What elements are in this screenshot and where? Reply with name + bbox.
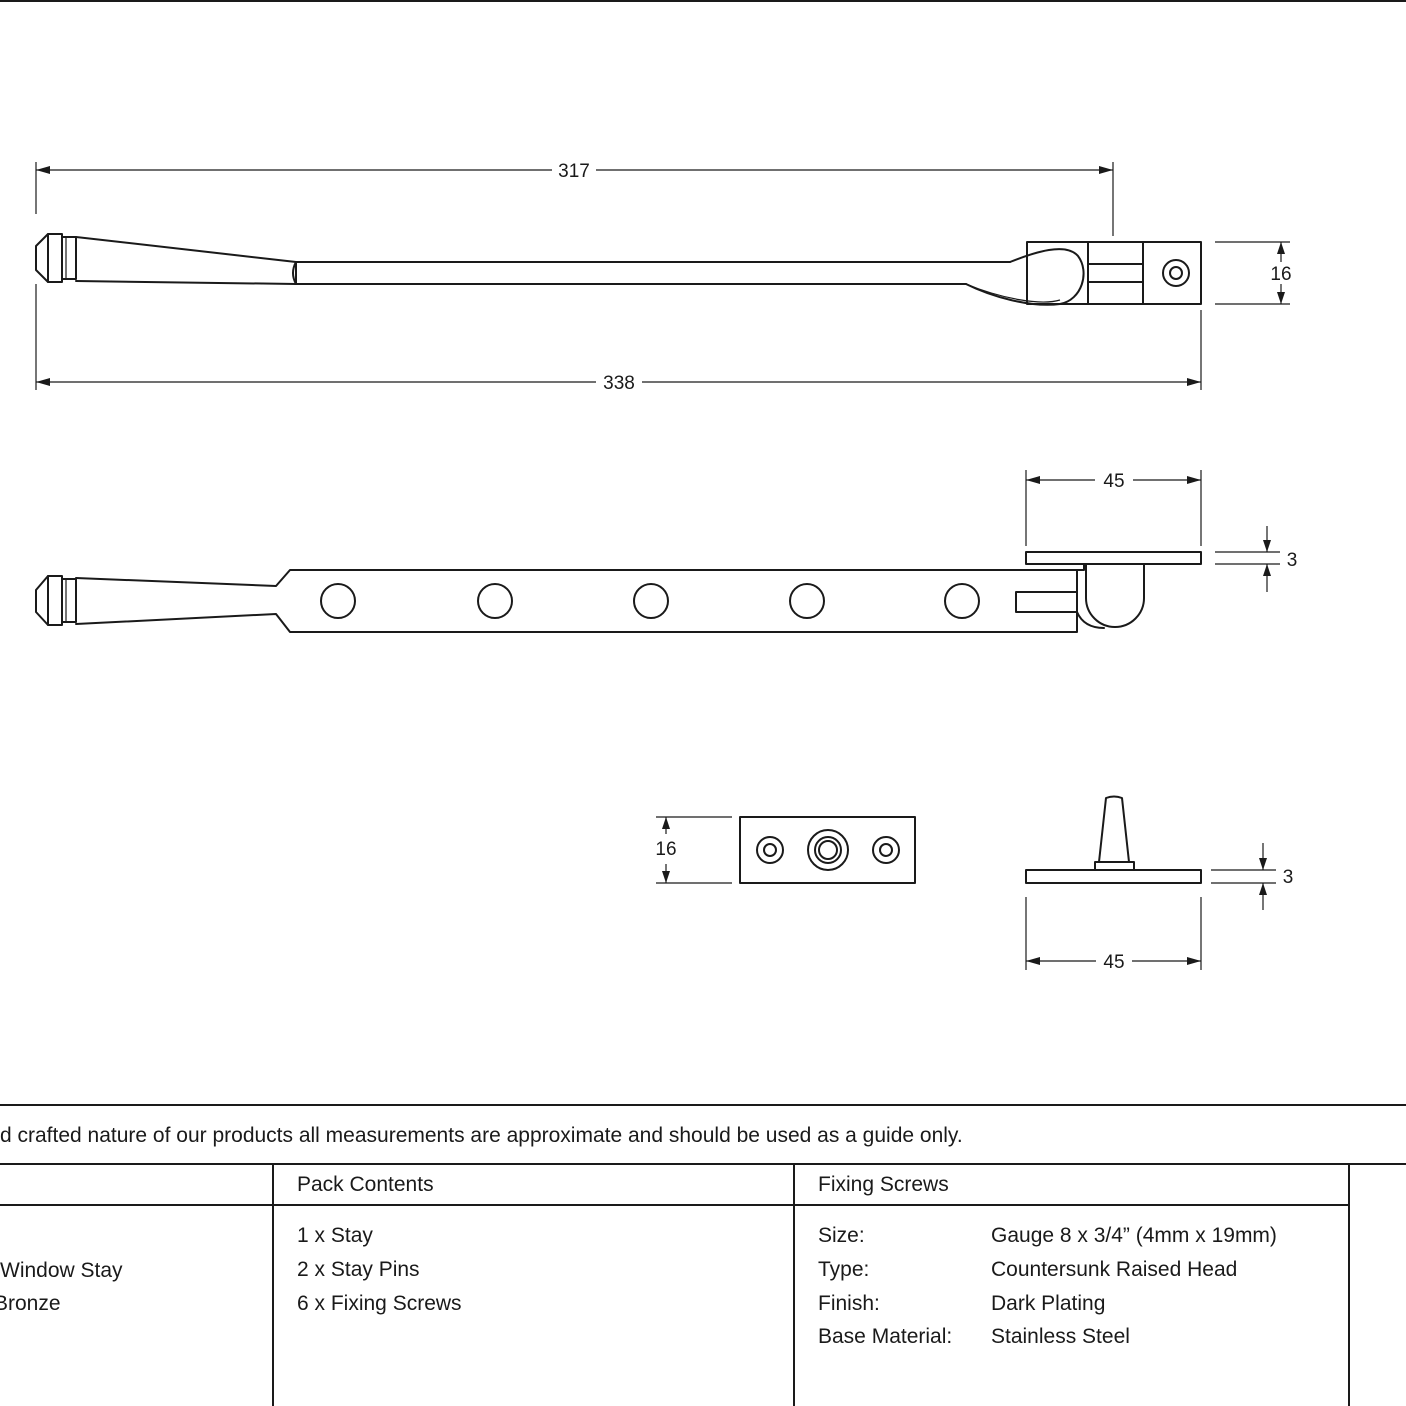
stay-hole-3 (633, 583, 669, 619)
screw-spec-label: Size: (818, 1224, 865, 1247)
side-hook (1085, 563, 1145, 628)
pack-contents-header: Pack Contents (297, 1173, 434, 1196)
screw-spec-value: Stainless Steel (991, 1325, 1130, 1348)
side-tab (1015, 591, 1078, 613)
bracket-screw-hole (1162, 259, 1190, 287)
screw-spec-label: Finish: (818, 1292, 880, 1315)
screw-spec-label: Type: (818, 1258, 869, 1281)
dim-3-side-label: 3 (1287, 550, 1298, 571)
side-finial-tip (35, 575, 49, 626)
dim-16-label: 16 (1270, 264, 1291, 285)
info-table: d crafted nature of our products all mea… (0, 1104, 1406, 1406)
pin-plate-hole-right (872, 836, 900, 864)
dim-338-label: 338 (603, 373, 635, 394)
pin-plate-top-view: 16 (655, 816, 916, 884)
pack-item: 1 x Stay (297, 1224, 373, 1247)
dim-3-pin-label: 3 (1283, 867, 1294, 888)
screw-spec-value: Dark Plating (991, 1292, 1105, 1315)
finial-collar (47, 233, 63, 283)
stay-hole-2 (477, 583, 513, 619)
finial-tip (35, 233, 49, 283)
pack-item: 2 x Stay Pins (297, 1258, 420, 1281)
dim-317-label: 317 (558, 161, 590, 182)
disclaimer-text: d crafted nature of our products all mea… (0, 1124, 963, 1147)
finial-collar-2 (61, 236, 77, 280)
fixing-screws-header: Fixing Screws (818, 1173, 949, 1196)
stay-side-view: 45 3 (35, 470, 1298, 633)
screw-spec-label: Base Material: (818, 1325, 952, 1348)
screw-spec-value: Gauge 8 x 3/4” (4mm x 19mm) (991, 1224, 1277, 1247)
dim-16-pin-label: 16 (655, 839, 676, 860)
pin-plate-side-view: 3 45 (1025, 795, 1294, 973)
side-stay-body (75, 569, 1078, 633)
pin-plate-pin (807, 829, 849, 871)
pin-side-plate (1025, 869, 1202, 884)
stay-taper (75, 236, 297, 285)
dim-45-side-label: 45 (1103, 471, 1124, 492)
screw-spec-value: Countersunk Raised Head (991, 1258, 1237, 1281)
stay-top-view: 317 338 16 (35, 161, 1292, 394)
dim-45-pin-label: 45 (1103, 952, 1124, 973)
pin-plate (739, 816, 916, 884)
pin-plate-hole-left (756, 836, 784, 864)
pin-shaft (1098, 795, 1130, 863)
product-finish: Bronze (0, 1292, 61, 1315)
side-plate (1025, 551, 1202, 565)
pin-base (1094, 861, 1135, 871)
stay-hole-4 (789, 583, 825, 619)
pack-item: 6 x Fixing Screws (297, 1292, 462, 1315)
stay-bulb (965, 248, 1085, 306)
stay-hole-5 (944, 583, 980, 619)
stay-hole-1 (320, 583, 356, 619)
stay-bracket (1026, 241, 1202, 305)
product-name: Window Stay (0, 1259, 123, 1282)
